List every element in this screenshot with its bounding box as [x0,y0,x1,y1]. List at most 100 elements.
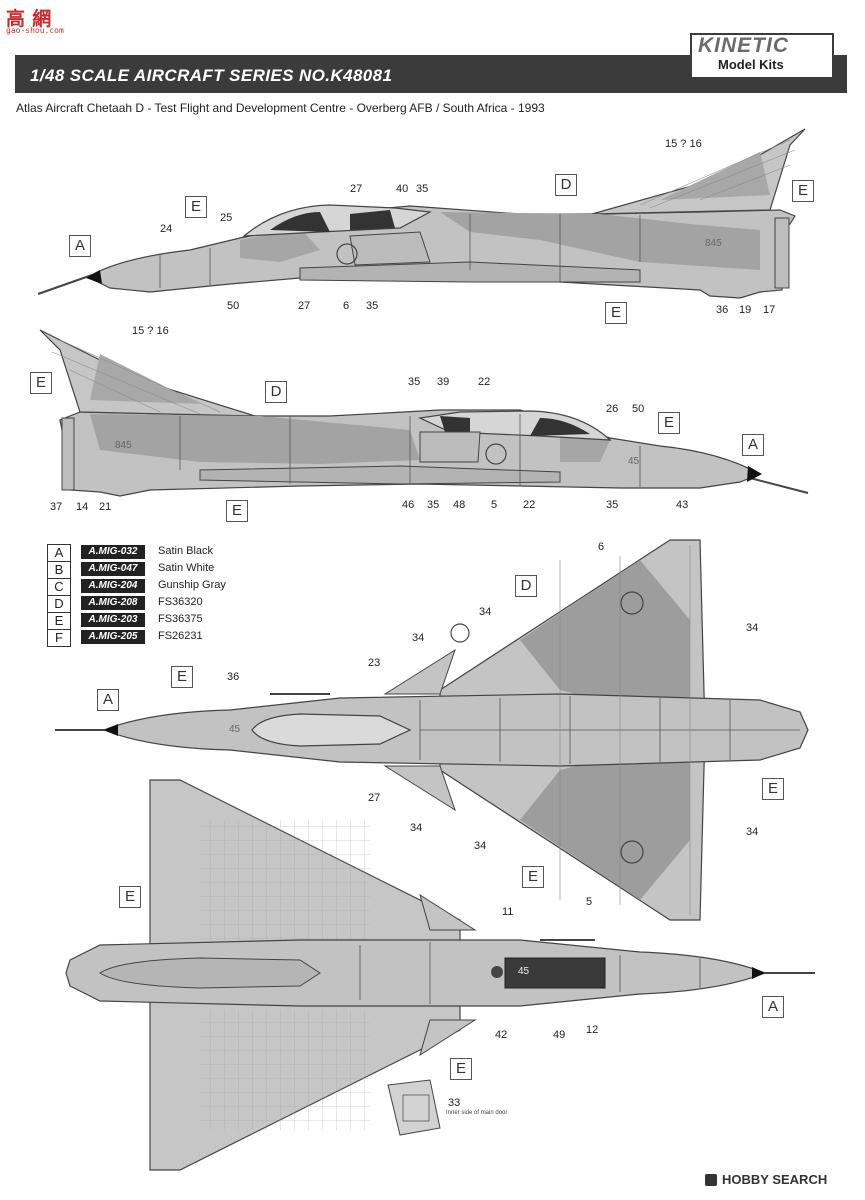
color-letter: E [450,1058,472,1080]
top-view [55,539,809,921]
color-letter: D [265,381,287,403]
callout: 50 [227,300,240,312]
callout: 39 [437,376,450,388]
color-letter: E [171,666,193,688]
legend-paint-name: Satin White [158,562,215,574]
color-letter: E [658,412,680,434]
callout: 22 [523,499,536,511]
legend-letter: B [47,561,71,579]
color-letter: E [522,866,544,888]
callout: 11 [502,906,514,918]
callout: 48 [453,499,466,511]
legend-letter: D [47,595,71,613]
callout: 12 [586,1024,599,1036]
callout: 50 [632,403,645,415]
callout: 34 [474,840,487,852]
callout: 17 [763,304,776,316]
callout: 27 [350,183,363,195]
callout: 5 [586,896,593,908]
callout: 46 [402,499,415,511]
legend-paint-name: FS36320 [158,596,203,608]
callout: 5 [491,499,498,511]
callout: 6 [598,541,605,553]
legend-paint-code: A.MIG-047 [81,562,145,576]
callout: 34 [412,632,425,644]
color-letter: D [515,575,537,597]
callout: 35 [606,499,619,511]
legend-letter: F [47,629,71,647]
callout: 33 [448,1097,461,1109]
door-note: Inner side of main door [446,1110,508,1116]
color-letter: E [185,196,207,218]
legend-paint-name: Gunship Gray [158,579,226,591]
legend-paint-code: A.MIG-032 [81,545,145,559]
hobby-search-watermark: HOBBY SEARCH [722,1172,828,1187]
callout: 35 [427,499,440,511]
scheme-subtitle: Atlas Aircraft Chetaah D - Test Flight a… [16,101,545,115]
legend-paint-code: A.MIG-208 [81,596,145,610]
serial-number: 45 [628,456,640,467]
color-letter: E [792,180,814,202]
callout: 36 [227,671,240,683]
side-view-right [37,128,806,299]
serial-number: 45 [229,724,241,735]
bottom-view [65,779,815,1171]
callout: 49 [553,1029,566,1041]
logo-brand: KINETIC [698,34,789,57]
serial-number: 845 [115,440,132,451]
legend-letter: E [47,612,71,630]
callout: 22 [478,376,491,388]
callout: 34 [746,826,759,838]
callout: 24 [160,223,173,235]
serial-number: 845 [705,238,722,249]
series-title: 1/48 SCALE AIRCRAFT SERIES NO.K48081 [30,66,393,85]
logo-sub: Model Kits [718,57,784,72]
callout: 35 [366,300,379,312]
callout: 34 [479,606,492,618]
serial-number: 45 [518,966,530,977]
callout: 34 [746,622,759,634]
callout: 35 [416,183,429,195]
callout: 43 [676,499,689,511]
watermark-logo: 高 網 [6,9,53,30]
color-letter: E [119,886,141,908]
legend-letter: C [47,578,71,596]
callout: 19 [739,304,752,316]
legend-paint-name: FS26231 [158,630,203,642]
callout: 15 ? 16 [665,138,702,150]
callout: 14 [76,501,89,513]
color-letter: A [97,689,119,711]
color-letter: E [30,372,52,394]
legend-paint-code: A.MIG-205 [81,630,145,644]
color-letter: E [605,302,627,324]
callout: 6 [343,300,350,312]
callout: 34 [410,822,423,834]
hobby-search-logo-icon [705,1174,717,1186]
callout: 25 [220,212,233,224]
kinetic-logo [690,33,834,79]
callout: 40 [396,183,409,195]
callout: 35 [408,376,421,388]
callout: 23 [368,657,381,669]
legend-paint-name: FS36375 [158,613,203,625]
legend-letter: A [47,544,71,562]
color-letter: E [762,778,784,800]
color-letter: E [226,500,248,522]
color-letter: A [742,434,764,456]
color-letter: D [555,174,577,196]
callout: 21 [99,501,112,513]
callout: 36 [716,304,729,316]
watermark-url: gao-shou.com [6,26,64,35]
callout: 42 [495,1029,508,1041]
side-view-left [39,329,809,497]
callout: 26 [606,403,619,415]
legend-paint-code: A.MIG-204 [81,579,145,593]
color-letter: A [69,235,91,257]
callout: 15 ? 16 [132,325,169,337]
legend-paint-code: A.MIG-203 [81,613,145,627]
legend-paint-name: Satin Black [158,545,214,557]
callout: 27 [368,792,381,804]
callout: 37 [50,501,63,513]
color-letter: A [762,996,784,1018]
